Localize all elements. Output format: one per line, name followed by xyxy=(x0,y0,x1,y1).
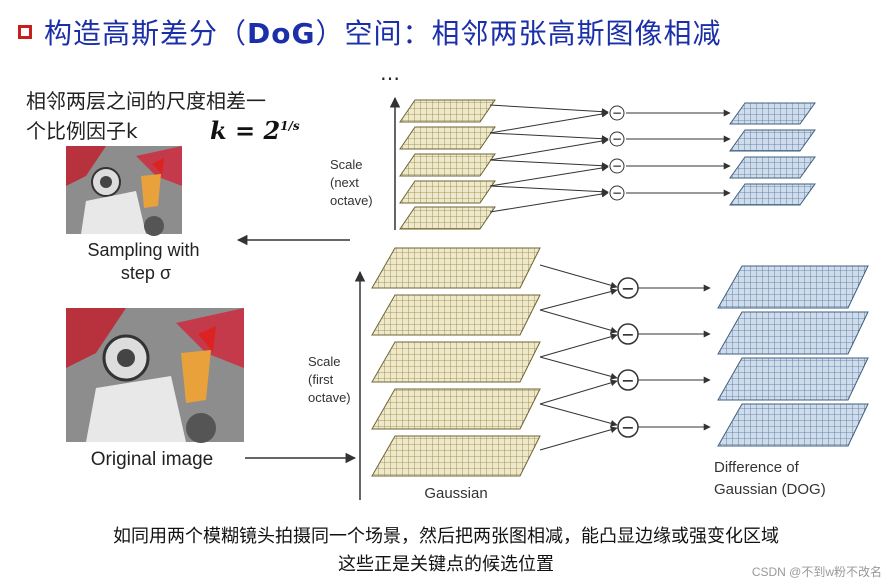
next-octave-dog-stack xyxy=(729,102,816,206)
scale-first-label: Scale (first octave) xyxy=(308,354,351,405)
minus-sign: − xyxy=(612,159,622,173)
gaussian-plane xyxy=(399,206,496,230)
gaussian-plane xyxy=(399,180,496,204)
original-image-label: Original image xyxy=(91,449,214,470)
original-image xyxy=(66,308,244,443)
dog-plane xyxy=(729,183,816,206)
gaussian-plane xyxy=(371,388,541,430)
gaussian-plane xyxy=(399,153,496,177)
ellipsis: … xyxy=(380,61,400,85)
gaussian-plane xyxy=(399,99,496,123)
dog-plane xyxy=(729,102,816,125)
next-octave-subtraction xyxy=(489,104,731,213)
first-octave-dog-stack xyxy=(717,265,869,447)
footer-line-1: 如同用两个模糊镜头拍摄同一个场景，然后把两张图相减，能凸显边缘或强变化区域 xyxy=(113,526,779,547)
first-octave-gaussian-stack xyxy=(371,247,541,477)
dog-plane xyxy=(717,311,869,355)
minus-sign: − xyxy=(612,106,622,120)
sampling-label: Sampling with step σ xyxy=(87,240,204,283)
dog-plane xyxy=(717,357,869,401)
minus-node xyxy=(617,369,639,391)
scale-formula: k = 21/s xyxy=(210,116,300,145)
dog-label: Difference of Gaussian (DOG) xyxy=(714,459,826,498)
footer-line-2: 这些正是关键点的候选位置 xyxy=(338,554,554,575)
square-bullet-icon xyxy=(18,25,32,39)
page-title: 构造高斯差分（DoG）空间：相邻两张高斯图像相减 xyxy=(44,17,722,50)
scale-next-label: Scale (next octave) xyxy=(330,157,373,208)
minus-node xyxy=(609,131,625,147)
minus-node xyxy=(609,185,625,201)
minus-sign: − xyxy=(621,418,634,437)
gaussian-plane xyxy=(371,294,541,336)
minus-sign: − xyxy=(612,186,622,200)
minus-node xyxy=(609,105,625,121)
dog-plane xyxy=(729,129,816,152)
gaussian-plane xyxy=(371,247,541,289)
dog-plane xyxy=(717,403,869,447)
minus-sign: − xyxy=(621,325,634,344)
gaussian-label: Gaussian xyxy=(424,485,487,502)
first-octave-subtraction xyxy=(539,264,711,451)
minus-sign: − xyxy=(621,279,634,298)
next-octave-gaussian-stack xyxy=(399,99,496,230)
sampled-image xyxy=(66,146,182,236)
title-bar: 构造高斯差分（DoG）空间：相邻两张高斯图像相减 xyxy=(18,12,722,52)
gaussian-plane xyxy=(399,126,496,150)
minus-sign: − xyxy=(621,371,634,390)
gaussian-plane xyxy=(371,341,541,383)
minus-node xyxy=(617,277,639,299)
dog-plane xyxy=(717,265,869,309)
watermark: CSDN @不到w粉不改名 xyxy=(751,565,882,579)
dog-plane xyxy=(729,156,816,179)
minus-node xyxy=(609,158,625,174)
minus-node xyxy=(617,323,639,345)
scale-factor-note: 相邻两层之间的尺度相差一 个比例因子k xyxy=(26,89,266,143)
minus-node xyxy=(617,416,639,438)
next-octave-minus-nodes: − − − − xyxy=(609,105,625,201)
gaussian-plane xyxy=(371,435,541,477)
minus-sign: − xyxy=(612,132,622,146)
first-octave-minus-nodes: − − − − xyxy=(617,277,639,438)
